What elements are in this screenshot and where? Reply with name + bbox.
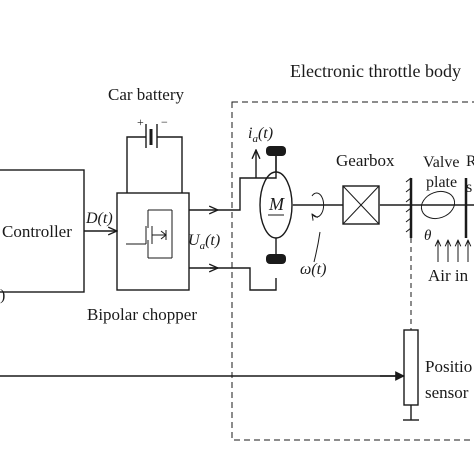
theta-label: θ	[424, 228, 432, 244]
left-cut-label: )	[0, 287, 5, 304]
omega-leader	[313, 231, 321, 263]
cut-label-s: s	[466, 179, 472, 196]
omega-label: ω(t)	[300, 261, 326, 278]
position-sensor-label-1: Positio	[425, 357, 472, 376]
bipolar-chopper-label: Bipolar chopper	[87, 305, 197, 324]
transistor-icon	[126, 209, 173, 259]
svg-text:+: +	[137, 115, 144, 129]
air-flow-arrows	[438, 240, 468, 262]
motor-label: M	[268, 194, 285, 214]
valve-plate-label-1: Valve	[423, 154, 459, 171]
valve-plate-label-2: plate	[426, 174, 457, 191]
gearbox-label: Gearbox	[336, 151, 395, 170]
armature-current-label: ia(t)	[248, 125, 273, 145]
motor-wire-top	[218, 150, 277, 211]
car-battery-label: Car battery	[108, 85, 184, 104]
bore-wall	[405, 177, 468, 238]
motor-wire-bottom	[210, 267, 277, 291]
armature-voltage-label: Ua(t)	[188, 232, 220, 252]
valve-plate-icon	[420, 190, 456, 220]
position-sensor-block	[403, 329, 419, 406]
throttle-body-boundary	[231, 101, 474, 441]
position-sensor-label-2: sensor	[425, 383, 469, 402]
rotation-arrow	[312, 192, 325, 217]
air-in-label: Air in	[428, 266, 469, 285]
cut-label-r: R	[466, 153, 474, 170]
duty-cycle-label: D(t)	[85, 210, 113, 227]
battery-icon: + −	[126, 115, 183, 193]
svg-text:−: −	[161, 115, 168, 129]
throttle-body-label: Electronic throttle body	[290, 61, 461, 81]
controller-label: Controller	[2, 222, 72, 241]
bipolar-chopper-block	[116, 192, 190, 291]
